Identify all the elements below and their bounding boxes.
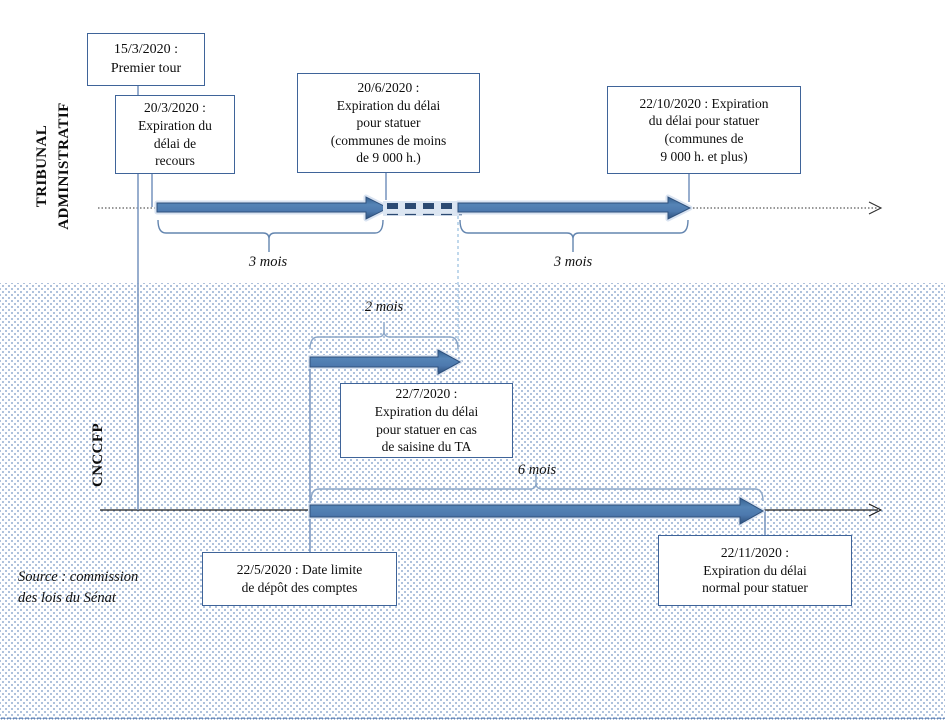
tribunal-axis-arrowhead-icon [868,201,883,215]
track-label-cnccfp: CNCCFP [90,422,107,488]
brace-ta-3mois-2 [459,219,689,252]
duration-label-2mois: 2 mois [364,299,404,315]
arrow-body [457,196,692,220]
brace-cnccfp-6mois [310,474,764,502]
arrow-ta-recours-to-moins9000 [154,194,391,222]
arrow-ta-dashed-gap [383,201,462,216]
event-box-statuer-9000-plus: 22/10/2020 : Expiration du délai pour st… [607,86,801,174]
event-box-statuer-normal: 22/11/2020 : Expiration du délai normal … [658,535,852,606]
arrow-ta-to-9000plus [455,194,693,222]
event-box-premier-tour: 15/3/2020 : Premier tour [87,33,205,86]
track-label-tribunal-administratif: TRIBUNAL ADMINISTRATIF [34,102,72,230]
brace-ta-3mois-1 [157,219,384,252]
duration-label-6mois: 6 mois [517,462,557,478]
event-box-statuer-saisine-ta: 22/7/2020 : Expiration du délai pour sta… [340,383,513,458]
cnccfp-dotted-background [0,283,945,720]
brace-cnccfp-2mois [309,322,459,350]
arrow-body [309,349,462,375]
duration-label-3mois-1: 3 mois [248,254,288,270]
cnccfp-axis-arrowhead-icon [868,503,883,517]
source-note: Source : commission des lois du Sénat [18,569,139,607]
arrow-body [309,497,765,525]
event-box-depot-comptes: 22/5/2020 : Date limite de dépôt des com… [202,552,397,606]
event-box-expiration-recours: 20/3/2020 : Expiration du délai de recou… [115,95,235,174]
bottom-dotted-edge [0,717,945,720]
arrow-cnccfp-saisine [308,348,462,376]
arrow-cnccfp-normal [308,496,765,526]
arrow-body [156,196,390,220]
duration-label-3mois-2: 3 mois [553,254,593,270]
event-box-statuer-moins-9000: 20/6/2020 : Expiration du délai pour sta… [297,73,480,173]
